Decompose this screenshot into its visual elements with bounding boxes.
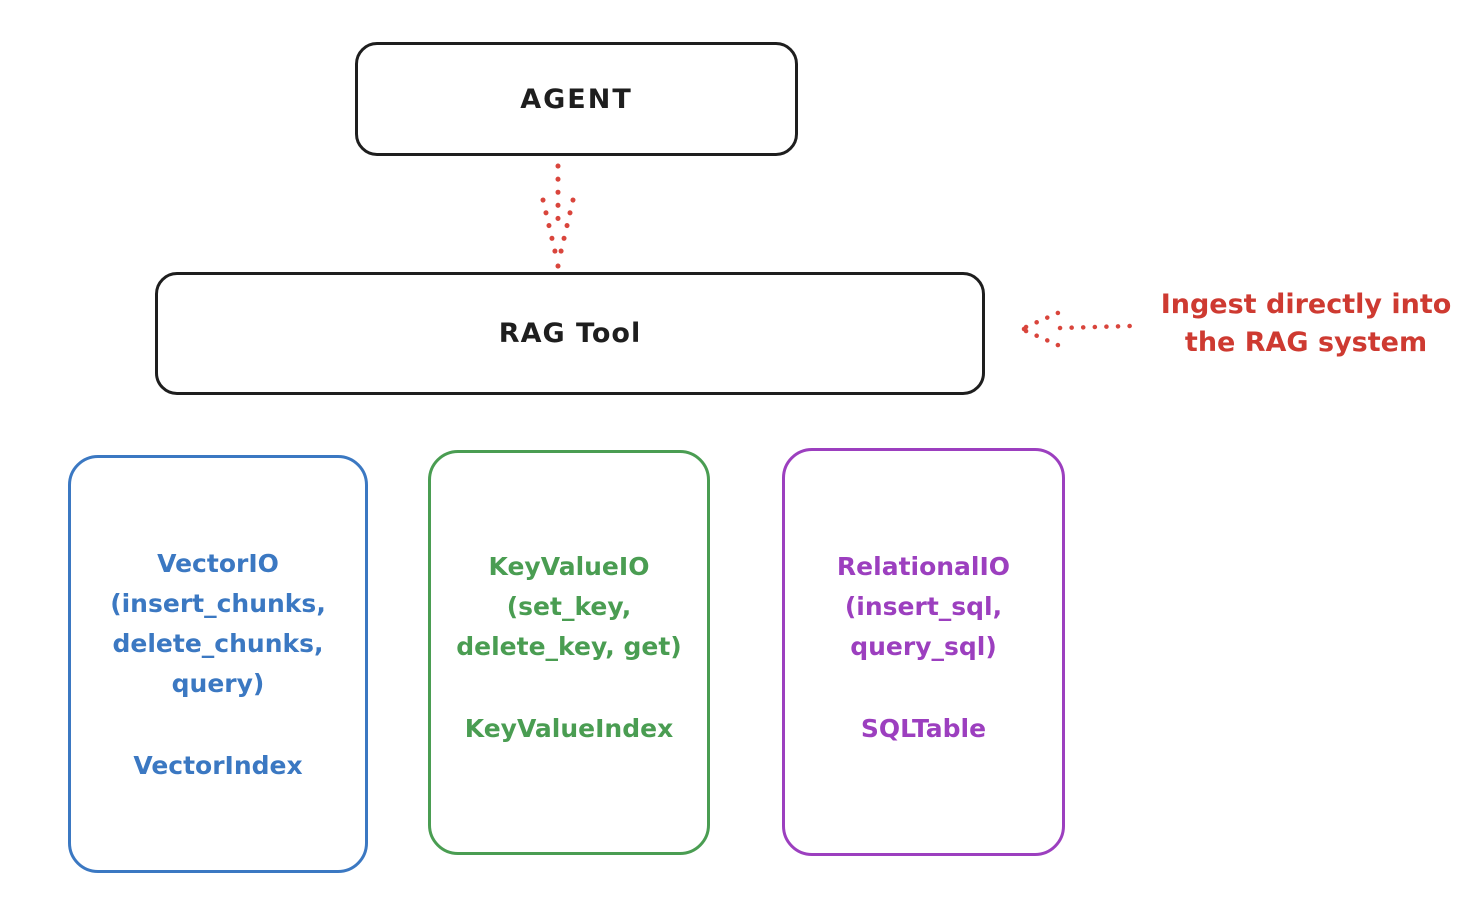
vector-io-title: VectorIO — [157, 549, 279, 578]
relational-io-text: RelationalIO (insert_sql, query_sql) SQL… — [837, 451, 1010, 749]
vector-io-methods-line2: delete_chunks, — [112, 629, 324, 658]
vector-index-label: VectorIndex — [133, 751, 303, 780]
keyvalue-io-title: KeyValueIO — [488, 552, 650, 581]
relational-io-methods-line2: query_sql) — [850, 632, 997, 661]
keyvalue-io-text: KeyValueIO (set_key, delete_key, get) Ke… — [456, 453, 681, 749]
agent-to-ragtool-down-arrow-icon — [540, 163, 576, 269]
sql-table-label: SQLTable — [860, 714, 987, 743]
keyvalue-index-label: KeyValueIndex — [464, 714, 674, 743]
relational-io-methods-line1: (insert_sql, — [844, 592, 1003, 621]
keyvalue-io-methods-line1: (set_key, — [506, 592, 632, 621]
ingest-annotation-line2: the RAG system — [1184, 327, 1428, 358]
rag-tool-label: RAG Tool — [498, 318, 642, 349]
ingest-left-arrow-icon — [1021, 309, 1133, 349]
rag-tool-box: RAG Tool — [155, 272, 985, 395]
ingest-annotation-line1: Ingest directly into — [1160, 289, 1452, 320]
agent-label: AGENT — [520, 83, 633, 115]
keyvalue-io-methods-line2: delete_key, get) — [456, 632, 682, 661]
vector-io-methods-line3: query) — [171, 669, 265, 698]
vector-io-methods-line1: (insert_chunks, — [110, 589, 326, 618]
vector-io-box: VectorIO (insert_chunks, delete_chunks, … — [68, 455, 368, 873]
vector-io-text: VectorIO (insert_chunks, delete_chunks, … — [110, 458, 326, 786]
ingest-annotation: Ingest directly into the RAG system — [1138, 286, 1474, 362]
relational-io-box: RelationalIO (insert_sql, query_sql) SQL… — [782, 448, 1065, 856]
keyvalue-io-box: KeyValueIO (set_key, delete_key, get) Ke… — [428, 450, 710, 855]
agent-box: AGENT — [355, 42, 798, 156]
relational-io-title: RelationalIO — [836, 552, 1011, 581]
